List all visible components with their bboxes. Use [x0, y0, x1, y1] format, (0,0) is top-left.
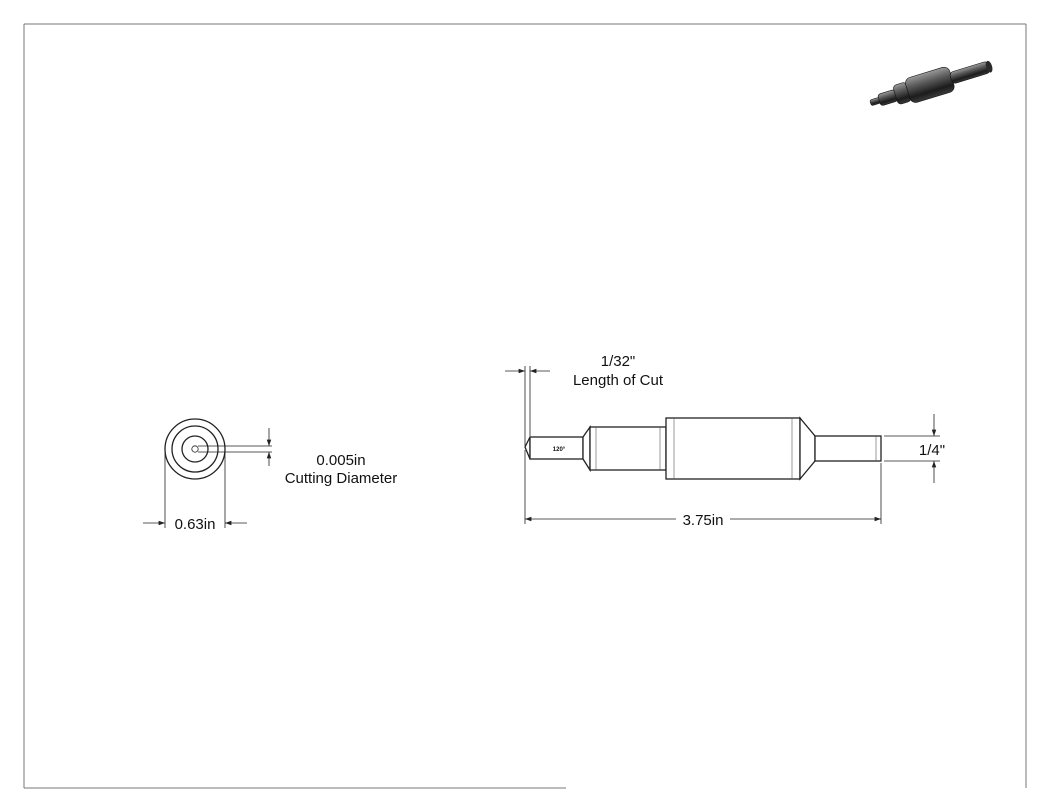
- sheet-border: [23, 23, 1027, 789]
- length-of-cut-label: Length of Cut: [573, 372, 664, 389]
- pilot-circle: [191, 445, 199, 453]
- body-taper: [799, 416, 816, 481]
- body-section: [665, 417, 801, 480]
- overall-length-value: 3.75in: [683, 512, 724, 529]
- isometric-preview: [869, 60, 993, 106]
- cutting-diameter-value: 0.005in: [316, 452, 365, 469]
- tip-cone: [524, 436, 531, 460]
- outer-diameter-value: 0.63in: [175, 516, 216, 533]
- outer-diameter-dimension: 0.63in: [143, 452, 247, 533]
- overall-length-dimension: 3.75in: [524, 450, 882, 529]
- shank-circle: [181, 435, 209, 463]
- cutting-diameter-dimension: 0.005in Cutting Diameter: [198, 428, 397, 487]
- length-of-cut-value: 1/32": [601, 353, 636, 370]
- step-chamfer: [582, 424, 591, 473]
- shank-diameter-value: 1/4": [919, 442, 945, 459]
- end-view: [164, 418, 226, 480]
- tip-angle-note: 120°: [553, 447, 566, 453]
- shank-section: [814, 435, 882, 462]
- collar-section: [589, 426, 667, 471]
- length-of-cut-dimension: 1/32" Length of Cut: [505, 353, 664, 446]
- side-view: 120°: [524, 416, 882, 481]
- cutting-diameter-label: Cutting Diameter: [285, 470, 398, 487]
- shank-diameter-dimension: 1/4": [884, 414, 945, 483]
